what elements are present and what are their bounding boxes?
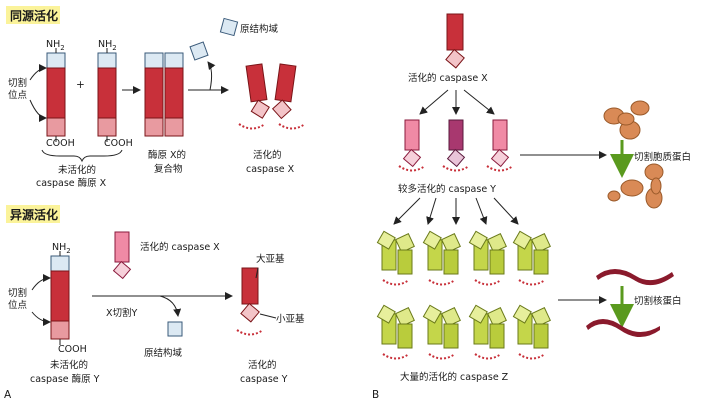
cleave-nuc-label: 切割核蛋白 — [634, 295, 682, 307]
prodomain-box-1 — [189, 41, 209, 61]
plus-sign: + — [76, 79, 85, 91]
active-caspase-y-2 — [447, 119, 465, 167]
x-cuts-y-label: X切割Y — [106, 307, 138, 319]
procaspase-x-1 — [46, 52, 66, 137]
cytoplasmic-proteins-icon — [603, 100, 664, 209]
inactive-y-label-1: 未活化的 — [50, 359, 88, 371]
procaspase-x-complex — [144, 52, 184, 137]
active-x-hetero-label: 活化的 caspase X — [140, 241, 220, 253]
cut-site-label-3: 切割 — [8, 287, 27, 299]
inactive-x-label-1: 未活化的 — [58, 164, 96, 176]
nh2-label-2: NH2 — [98, 39, 117, 52]
active-caspase-y-3 — [491, 119, 509, 167]
procaspase-y — [50, 255, 70, 340]
inactive-x-label-2: caspase 酶原 X — [36, 177, 107, 189]
large-subunit-label: 大亚基 — [256, 253, 285, 265]
prodomain-box-2 — [219, 17, 239, 37]
nuclear-proteins-icon — [586, 269, 674, 337]
active-caspase-x-hetero — [113, 231, 131, 279]
panel-b: 活化的 caspase X 较多活化的 caspase Y 切割胞质蛋白 — [372, 13, 691, 401]
nh2-label-3: NH2 — [52, 242, 71, 255]
homo-title-bg — [6, 6, 60, 24]
active-caspase-x-b — [445, 13, 465, 69]
active-y-label-1: 活化的 — [248, 359, 277, 371]
prodomain-box-3 — [167, 321, 183, 337]
cut-site-label-4: 位点 — [8, 299, 28, 311]
cut-site-label-1: 切割 — [8, 77, 27, 89]
homo-title: 同源活化 — [10, 8, 58, 23]
small-subunit-label: 小亚基 — [276, 313, 305, 325]
cleave-cyto-label: 切割胞质蛋白 — [634, 151, 691, 163]
active-x-b-label: 活化的 caspase X — [408, 72, 488, 84]
active-caspase-x — [238, 63, 306, 130]
panel-a: 同源活化 NH2 + NH2 切割 位点 COOH COOH 未活化的 casp… — [4, 6, 306, 401]
inactive-y-label-2: caspase 酶原 Y — [30, 373, 100, 385]
panel-letter-a: A — [4, 389, 12, 401]
prodomain2-label: 原结构域 — [144, 347, 183, 359]
caspase-z-grid — [377, 231, 550, 358]
active-x-label-1: 活化的 — [253, 149, 282, 161]
lots-z-label: 大量的活化的 caspase Z — [400, 371, 509, 383]
active-x-label-2: caspase X — [246, 164, 295, 175]
prodomain-label: 原结构域 — [240, 23, 279, 35]
hetero-title: 异源活化 — [10, 207, 58, 222]
complex-label-2: 复合物 — [154, 163, 183, 175]
more-y-label: 较多活化的 caspase Y — [398, 183, 496, 195]
cooh-label-1: COOH — [46, 138, 75, 149]
cooh-label-3: COOH — [58, 344, 87, 355]
nh2-label-1: NH2 — [46, 39, 65, 52]
cut-site-label-2: 位点 — [8, 89, 28, 101]
active-caspase-y-1 — [403, 119, 421, 167]
hetero-title-bg — [6, 205, 60, 223]
active-y-label-2: caspase Y — [240, 374, 288, 385]
procaspase-x-2 — [97, 52, 117, 137]
complex-label-1: 酶原 X的 — [148, 149, 186, 161]
panel-letter-b: B — [372, 389, 379, 401]
cooh-label-2: COOH — [104, 138, 133, 149]
